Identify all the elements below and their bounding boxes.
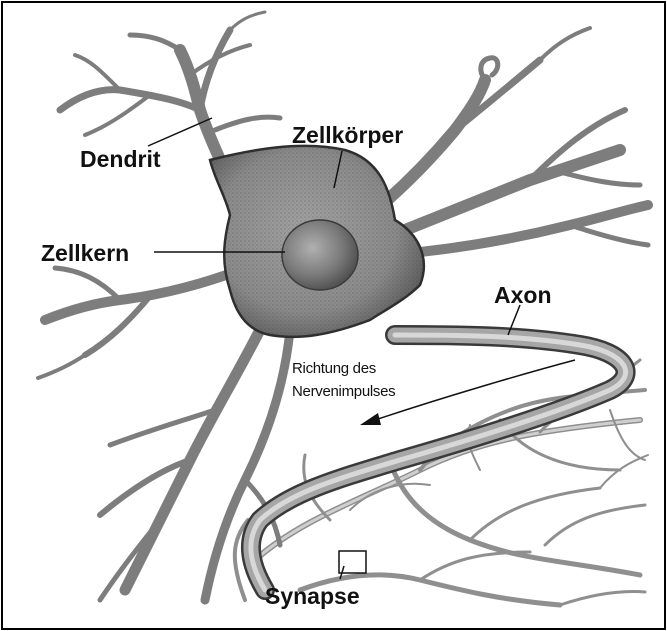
label-zellkoerper: Zellkörper <box>292 122 403 148</box>
label-zellkern: Zellkern <box>41 240 129 266</box>
label-dendrit: Dendrit <box>80 146 161 172</box>
label-richtung-line1: Richtung des <box>292 360 376 377</box>
label-richtung-line2: Nervenimpulses <box>292 383 395 400</box>
label-axon: Axon <box>494 282 552 308</box>
nucleus <box>282 220 358 290</box>
label-synapse: Synapse <box>265 583 360 609</box>
